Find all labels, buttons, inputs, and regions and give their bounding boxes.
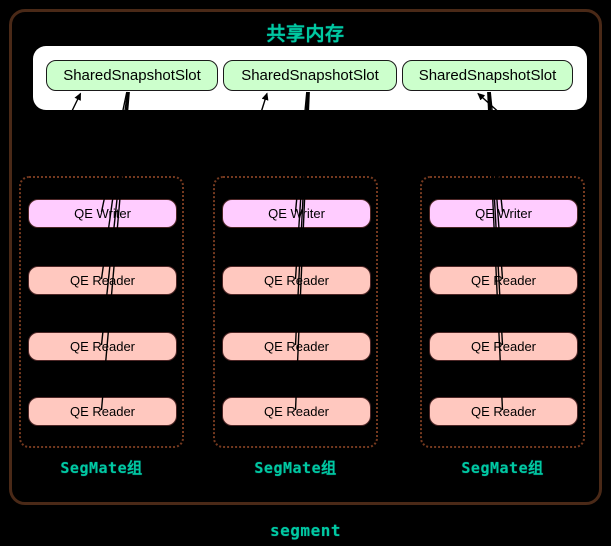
qe-reader-box: QE Reader bbox=[429, 266, 578, 295]
segmate-group-label-3: SegMate组 bbox=[461, 459, 544, 477]
qe-reader-box: QE Reader bbox=[222, 266, 371, 295]
qe-reader-box: QE Reader bbox=[222, 332, 371, 361]
segmate-group-1: QE Writer QE Reader QE Reader QE Reader bbox=[19, 176, 184, 448]
segment-container-box bbox=[9, 9, 602, 505]
segment-label: segment bbox=[270, 521, 341, 540]
qe-writer-box: QE Writer bbox=[222, 199, 371, 228]
qe-reader-box: QE Reader bbox=[28, 266, 177, 295]
qe-reader-box: QE Reader bbox=[28, 397, 177, 426]
shared-snapshot-slot-3: SharedSnapshotSlot bbox=[402, 60, 573, 91]
qe-reader-box: QE Reader bbox=[222, 397, 371, 426]
segmate-group-label-1: SegMate组 bbox=[60, 459, 143, 477]
shared-memory-title: 共享内存 bbox=[266, 23, 345, 45]
shared-snapshot-slot-1: SharedSnapshotSlot bbox=[46, 60, 218, 91]
segmate-group-2: QE Writer QE Reader QE Reader QE Reader bbox=[213, 176, 378, 448]
qe-writer-box: QE Writer bbox=[28, 199, 177, 228]
segmate-group-3: QE Writer QE Reader QE Reader QE Reader bbox=[420, 176, 585, 448]
shared-snapshot-slot-2: SharedSnapshotSlot bbox=[223, 60, 397, 91]
qe-writer-box: QE Writer bbox=[429, 199, 578, 228]
qe-reader-box: QE Reader bbox=[429, 397, 578, 426]
qe-reader-box: QE Reader bbox=[28, 332, 177, 361]
segmate-group-label-2: SegMate组 bbox=[254, 459, 337, 477]
qe-reader-box: QE Reader bbox=[429, 332, 578, 361]
